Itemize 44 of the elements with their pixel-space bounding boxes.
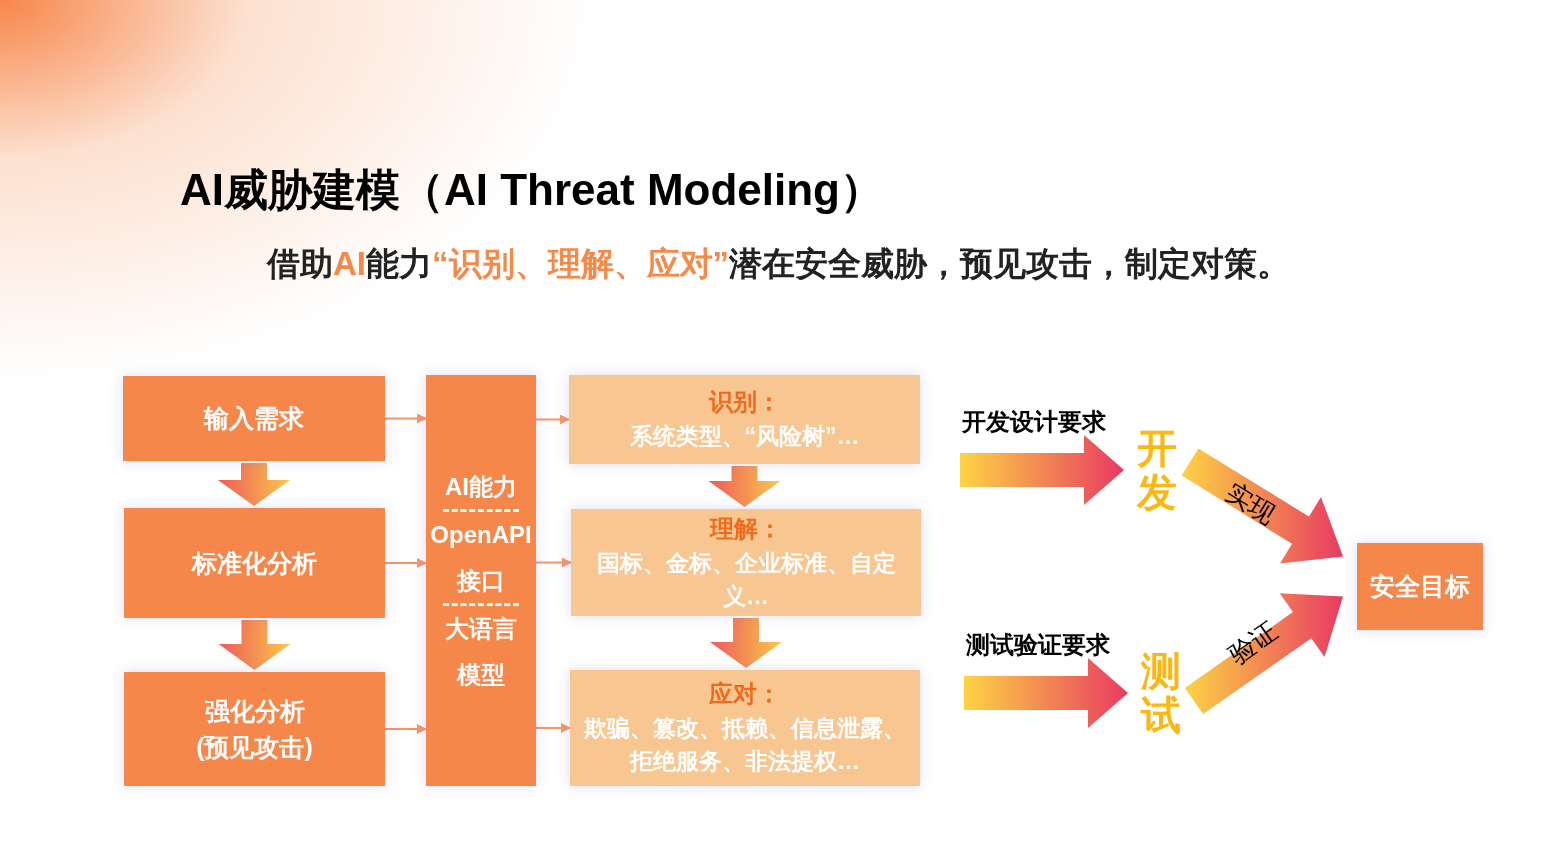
block-arrow — [710, 618, 782, 668]
node-label: 系统类型、“风险树”… — [629, 422, 860, 452]
block-arrow — [1184, 593, 1343, 715]
node-label: 欺骗、篡改、抵赖、信息泄露、拒绝服务、非法提权… — [582, 714, 907, 777]
node-label: 标准化分析 — [192, 547, 317, 579]
title: AI威胁建模（AI Threat Modeling） — [180, 164, 884, 216]
arrow — [535, 723, 571, 733]
process-column — [426, 375, 536, 786]
process-box — [569, 375, 920, 464]
vertical-label: 测试 — [1141, 649, 1181, 737]
edge-label: 实现 — [1221, 478, 1280, 528]
edge-label: 测试验证要求 — [966, 633, 1110, 657]
block-arrow — [218, 463, 290, 506]
node-label: 输入需求 — [204, 403, 304, 435]
arrow — [535, 414, 570, 425]
node-label: 国标、金标、企业标准、自定义… — [595, 548, 897, 611]
process-box — [124, 508, 385, 618]
block-arrow — [964, 658, 1128, 728]
node-label: AI能力 — [444, 471, 518, 502]
node-label: (预见攻击) — [196, 732, 313, 763]
process-box — [1357, 543, 1483, 630]
arrow — [384, 724, 427, 734]
node-label: OpenAPI接口 — [429, 520, 533, 596]
process-box — [571, 509, 921, 616]
arrow — [384, 558, 427, 568]
block-arrow — [1181, 448, 1343, 564]
process-box — [570, 670, 920, 786]
edge-label: 验证 — [1223, 617, 1282, 669]
node-label: 大语言模型 — [444, 614, 518, 690]
subtitle: 借助AI能力“识别、理解、应对”潜在安全威胁，预见攻击，制定对策。 — [267, 244, 1290, 284]
vertical-label: 开发 — [1137, 426, 1177, 514]
process-box — [124, 672, 385, 786]
edge-label: 开发设计要求 — [962, 410, 1106, 434]
block-arrow — [708, 466, 781, 507]
block-arrow — [218, 620, 291, 670]
box-heading: 应对： — [709, 679, 781, 710]
node-label: 强化分析 — [204, 695, 305, 727]
box-heading: 理解： — [710, 513, 782, 544]
process-box — [123, 376, 385, 461]
node-label: 安全目标 — [1370, 571, 1470, 603]
arrow — [384, 413, 427, 424]
arrow — [535, 557, 572, 568]
block-arrow — [960, 435, 1124, 505]
box-heading: 识别： — [708, 387, 781, 418]
